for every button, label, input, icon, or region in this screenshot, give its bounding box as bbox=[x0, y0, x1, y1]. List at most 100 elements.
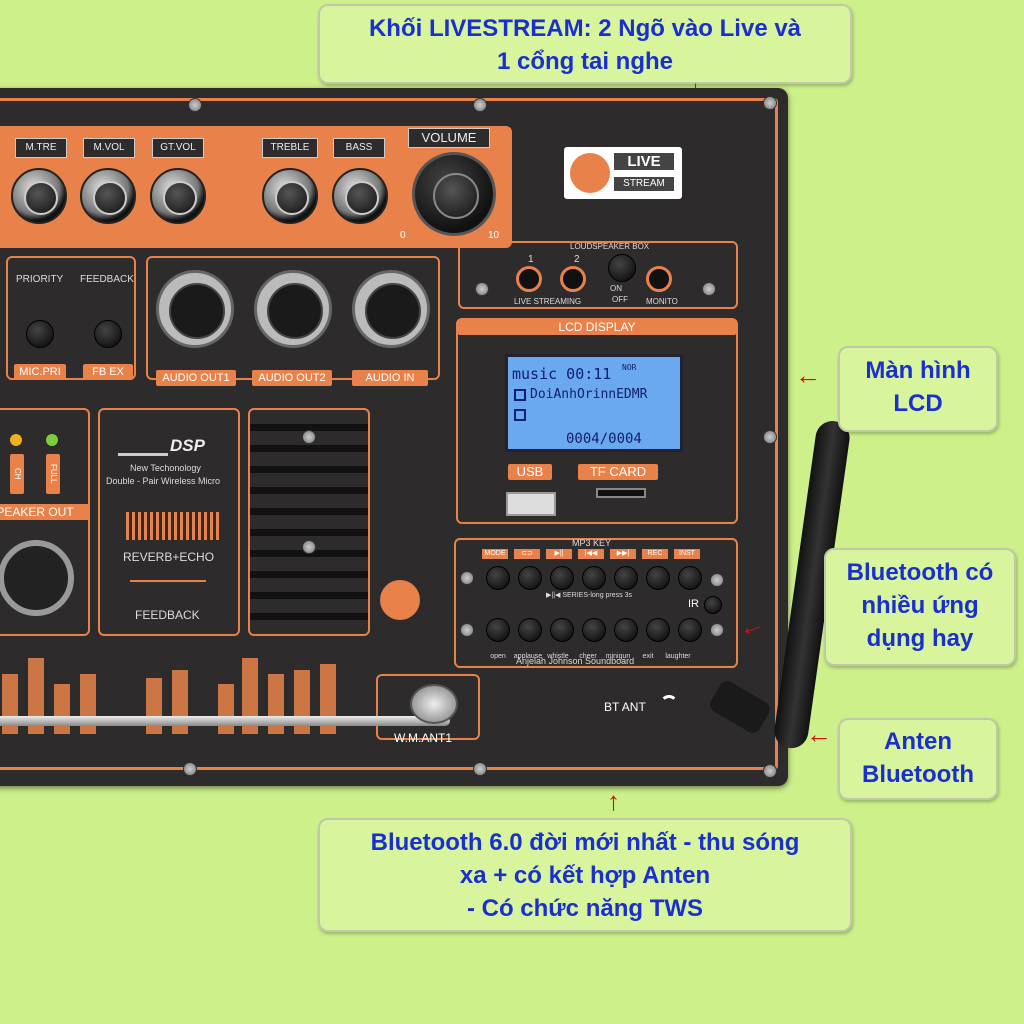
callout-line: Bluetooth có bbox=[846, 559, 994, 586]
feedback-label-2: FEEDBACK bbox=[135, 608, 200, 622]
lcd-line-2: DoiAnhOrinnEDMR bbox=[530, 387, 648, 402]
audio-out1-connector[interactable] bbox=[156, 270, 234, 348]
sound-key-label: laughter bbox=[665, 653, 691, 660]
exit-button[interactable] bbox=[646, 618, 670, 642]
previous-button[interactable] bbox=[582, 566, 606, 590]
open-button[interactable] bbox=[486, 618, 510, 642]
screw bbox=[763, 430, 777, 444]
telescopic-antenna bbox=[0, 716, 450, 726]
mp3-key-label: REC bbox=[642, 549, 668, 559]
screw bbox=[702, 282, 716, 296]
mp3-key-title: MP3 KEY bbox=[572, 538, 612, 548]
jack-1-label: 1 bbox=[528, 254, 534, 265]
feedback-wave-icon bbox=[130, 580, 206, 582]
mp3-key-label: |◀◀ bbox=[578, 549, 604, 559]
audio-out2-connector[interactable] bbox=[254, 270, 332, 348]
ir-label: IR bbox=[688, 598, 699, 610]
sound-key-label: minigun bbox=[605, 653, 631, 660]
speaker-out-box bbox=[0, 408, 90, 636]
next-button[interactable] bbox=[614, 566, 638, 590]
bt-ant-label: BT ANT bbox=[604, 700, 646, 714]
screw bbox=[763, 764, 777, 778]
knob-label: TREBLE bbox=[262, 138, 318, 158]
fb-ex-button[interactable] bbox=[94, 320, 122, 348]
knob-label: M.TRE bbox=[15, 138, 67, 158]
whistle-button[interactable] bbox=[550, 618, 574, 642]
loudspeaker-box-switch[interactable] bbox=[608, 254, 636, 282]
eq-bar bbox=[218, 684, 234, 734]
play-pause-button[interactable] bbox=[550, 566, 574, 590]
knob-label: BASS bbox=[333, 138, 385, 158]
mp3-key-labels: MODE ⊂⊃ ▶|| |◀◀ ▶▶| REC INST bbox=[482, 549, 700, 559]
priority-box bbox=[6, 256, 136, 380]
knob-label: M.VOL bbox=[83, 138, 135, 158]
live-streaming-jack-1[interactable] bbox=[516, 266, 542, 292]
sound-key-label: open bbox=[490, 653, 506, 660]
laughter-button[interactable] bbox=[678, 618, 702, 642]
soundboard-title: Anjelah Johnson Soundboard bbox=[516, 656, 635, 666]
sound-key-label: applause bbox=[513, 653, 543, 660]
lcd-display-label: LCD DISPLAY bbox=[458, 319, 736, 335]
lcd-status-icons: NOR bbox=[622, 363, 637, 372]
volume-scale-min: 0 bbox=[400, 230, 406, 241]
arrow-up-icon: ↑ bbox=[607, 786, 620, 816]
treble-knob[interactable] bbox=[262, 168, 318, 224]
knob-label: GT.VOL bbox=[152, 138, 204, 158]
callout-bluetooth-apps: Bluetooth có nhiều ứng dụng hay bbox=[824, 548, 1016, 666]
antenna-connector[interactable] bbox=[410, 684, 458, 724]
tf-card-slot[interactable] bbox=[596, 488, 646, 498]
volume-knob[interactable] bbox=[412, 152, 496, 236]
bass-knob[interactable] bbox=[332, 168, 388, 224]
off-label: OFF bbox=[612, 295, 628, 304]
repeat-button[interactable] bbox=[518, 566, 542, 590]
mode-button[interactable] bbox=[486, 566, 510, 590]
live-streaming-jack-2[interactable] bbox=[560, 266, 586, 292]
monitor-jack[interactable] bbox=[646, 266, 672, 292]
screw bbox=[302, 430, 316, 444]
lcd-line-3: 0004/0004 bbox=[566, 431, 642, 447]
screw bbox=[473, 762, 487, 776]
live-logo-sub: STREAM bbox=[614, 177, 674, 191]
callout-line: Màn hình bbox=[865, 357, 971, 384]
live-logo-text: LIVE bbox=[614, 153, 674, 170]
screw bbox=[183, 762, 197, 776]
mic-pri-button[interactable] bbox=[26, 320, 54, 348]
folder-open-icon bbox=[514, 409, 526, 421]
volume-label: VOLUME bbox=[408, 128, 490, 148]
dsp-tagline-1: New Techonology bbox=[130, 463, 201, 473]
callout-line: Bluetooth 6.0 đời mới nhất - thu sóng bbox=[370, 829, 800, 856]
callout-livestream: Khối LIVESTREAM: 2 Ngõ vào Live và 1 cổn… bbox=[318, 4, 852, 84]
sound-key-label: whistle bbox=[547, 653, 569, 660]
screw bbox=[763, 96, 777, 110]
eq-bar bbox=[54, 684, 70, 734]
usb-port[interactable] bbox=[506, 492, 556, 516]
m-vol-knob[interactable] bbox=[80, 168, 136, 224]
callout-line: - Có chức năng TWS bbox=[466, 895, 704, 922]
lcd-screen: music 00:11 NOR DoiAnhOrinnEDMR 0004/000… bbox=[505, 354, 683, 452]
applause-button[interactable] bbox=[518, 618, 542, 642]
screw bbox=[475, 282, 489, 296]
audio-in-label: AUDIO IN bbox=[352, 370, 428, 386]
m-tre-knob[interactable] bbox=[11, 168, 67, 224]
ch-led bbox=[10, 434, 22, 446]
usb-label: USB bbox=[508, 464, 552, 480]
tf-card-label: TF CARD bbox=[578, 464, 658, 480]
gt-vol-knob[interactable] bbox=[150, 168, 206, 224]
wm-ant-box bbox=[376, 674, 480, 740]
screw bbox=[710, 623, 724, 637]
cheer-button[interactable] bbox=[582, 618, 606, 642]
audio-in-connector[interactable] bbox=[352, 270, 430, 348]
callout-line: Anten bbox=[884, 728, 952, 755]
mp3-key-label: ▶▶| bbox=[610, 549, 636, 559]
inst-button[interactable] bbox=[678, 566, 702, 590]
callout-line: 1 cổng tai nghe bbox=[496, 48, 673, 75]
speaker-out-connector[interactable] bbox=[0, 540, 74, 616]
minigun-button[interactable] bbox=[614, 618, 638, 642]
eq-bar bbox=[242, 658, 258, 734]
live-stream-logo: LIVE STREAM bbox=[564, 147, 682, 199]
rec-button[interactable] bbox=[646, 566, 670, 590]
speaker-out-label: PEAKER OUT bbox=[0, 504, 90, 520]
screw bbox=[188, 98, 202, 112]
callout-line: Bluetooth bbox=[862, 761, 974, 788]
